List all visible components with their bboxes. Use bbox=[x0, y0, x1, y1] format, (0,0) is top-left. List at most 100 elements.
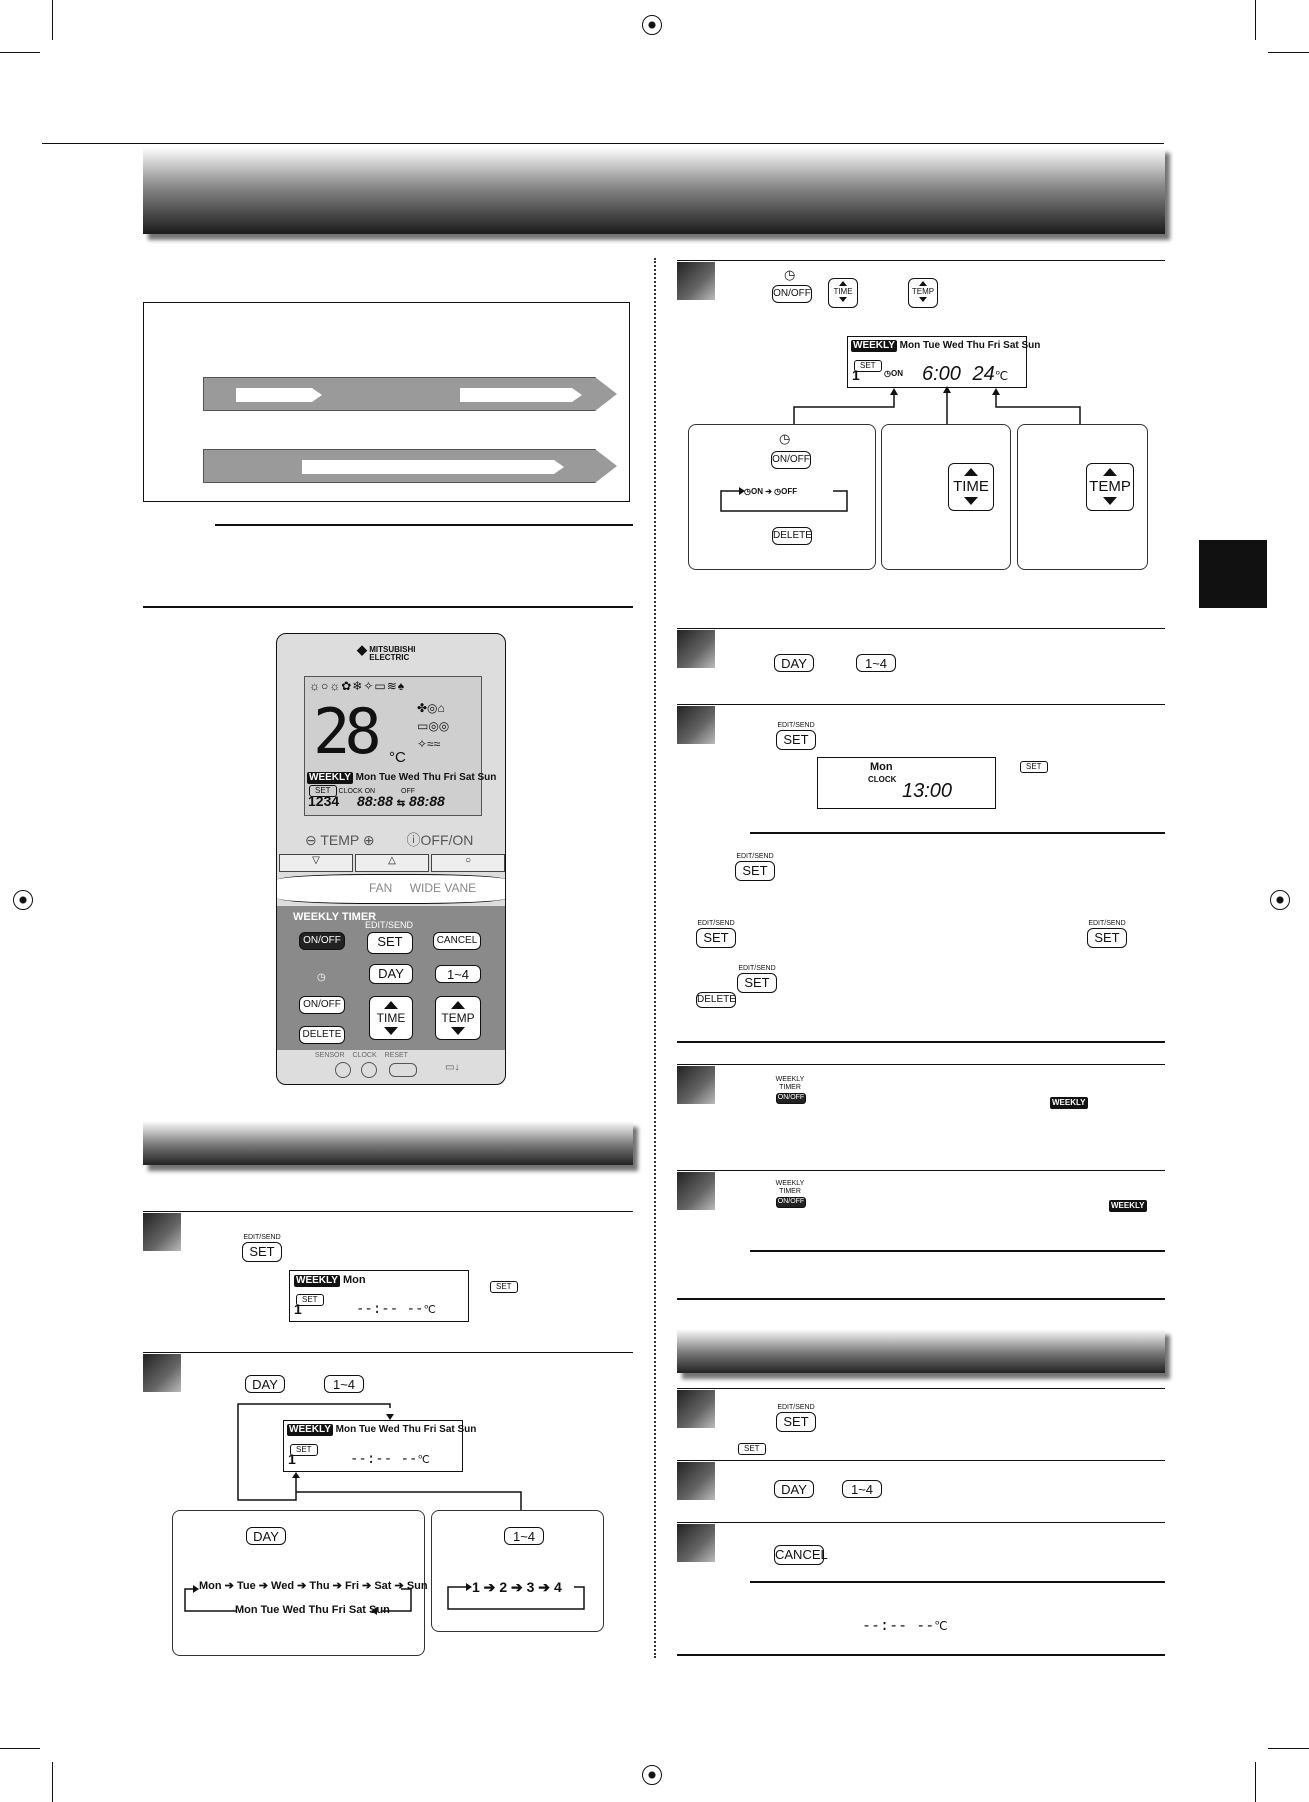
remote-fan-label: FAN bbox=[369, 881, 393, 895]
cancel-button[interactable]: CANCEL bbox=[774, 1545, 828, 1565]
time-button-small[interactable]: TIME bbox=[828, 278, 858, 308]
remote-controller: ◆ MITSUBISHI ELECTRIC ☼○☼✿❄✧▭≋♠ 28 °C ✤◎… bbox=[276, 633, 506, 1085]
remote-temp-down-button[interactable]: ▽ bbox=[279, 854, 353, 872]
step-number-tab bbox=[677, 1524, 715, 1562]
day-button[interactable]: DAY bbox=[774, 1480, 814, 1498]
lcd-on-time: 88:88 bbox=[357, 793, 393, 809]
delete-button[interactable]: DELETE bbox=[696, 992, 736, 1008]
lcd-program-number: 1 bbox=[288, 1451, 296, 1467]
edit-send-label: EDIT/SEND bbox=[697, 920, 735, 927]
timeline-arrow-1 bbox=[203, 377, 617, 411]
lcd-sample-time: 6:00 bbox=[922, 363, 961, 385]
lcd-display-on-time: WEEKLY Mon Tue Wed Thu Fri Sat Sun SET 1… bbox=[847, 336, 1040, 388]
range-button[interactable]: 1~4 bbox=[504, 1527, 544, 1545]
day-button[interactable]: DAY bbox=[774, 654, 814, 672]
lcd-clock-time: 13:00 bbox=[902, 780, 953, 802]
remote-delete-button[interactable]: DELETE bbox=[299, 1026, 345, 1044]
section-rule bbox=[143, 606, 633, 608]
remote-set-button[interactable]: SET bbox=[367, 932, 413, 954]
onoff-sequence: ◷ON ➔ ◷OFF bbox=[744, 487, 798, 496]
remote-weekly-on-off-button[interactable]: ON/OFF bbox=[299, 932, 345, 950]
lcd-day: Mon bbox=[870, 761, 893, 773]
section-header-left bbox=[143, 1121, 633, 1165]
remote-day-button[interactable]: DAY bbox=[369, 964, 413, 984]
remote-temp-up-button[interactable]: △ bbox=[355, 854, 429, 872]
timer-clock-icon: ◷ bbox=[779, 431, 791, 446]
step-rule bbox=[143, 1352, 633, 1353]
set-button[interactable]: SET bbox=[735, 861, 775, 881]
remote-temp-label: TEMP bbox=[320, 832, 360, 848]
registration-target-icon bbox=[1270, 890, 1290, 910]
timer-onoff-button[interactable]: ON/OFF bbox=[772, 285, 812, 303]
delete-button[interactable]: DELETE bbox=[772, 527, 812, 545]
lcd-weekly-badge: WEEKLY bbox=[294, 1275, 340, 1287]
set-button[interactable]: SET bbox=[696, 928, 736, 948]
lcd-weekly: WEEKLY bbox=[307, 772, 353, 784]
crop-mark bbox=[1255, 0, 1256, 40]
timer-label: TIMER bbox=[779, 1188, 801, 1195]
weekly-label: WEEKLY bbox=[775, 1180, 805, 1187]
note-rule bbox=[750, 832, 1165, 834]
lcd-days: Mon Tue Wed Thu Fri Sat Sun bbox=[335, 1424, 477, 1435]
weekly-onoff-button[interactable]: ON/OFF bbox=[776, 1197, 806, 1208]
lcd-display-mon: WEEKLY Mon SET 1 --:-- --℃ bbox=[289, 1270, 469, 1322]
lcd-on-label: ON bbox=[890, 369, 903, 378]
remote-lcd: ☼○☼✿❄✧▭≋♠ 28 °C ✤◎⌂▭◎◎✧≈≈ WEEKLY Mon Tue… bbox=[304, 676, 496, 816]
weekly-indicator-badge: WEEKLY bbox=[1109, 1200, 1147, 1212]
set-button[interactable]: SET bbox=[1087, 928, 1127, 948]
section-rule bbox=[677, 1654, 1165, 1656]
time-button-large[interactable]: TIME bbox=[948, 463, 994, 511]
lcd-time-blank: --:-- bbox=[862, 1616, 908, 1634]
note-rule bbox=[750, 1250, 1165, 1252]
weekly-onoff-button[interactable]: ON/OFF bbox=[776, 1093, 806, 1104]
lcd-program-number: 1 bbox=[294, 1301, 302, 1317]
remote-cancel-button[interactable]: CANCEL bbox=[433, 932, 481, 950]
time-option-box: TIME bbox=[881, 424, 1011, 570]
range-button[interactable]: 1~4 bbox=[324, 1375, 364, 1393]
range-button[interactable]: 1~4 bbox=[842, 1480, 882, 1498]
remote-range-button[interactable]: 1~4 bbox=[435, 965, 481, 983]
step-number-tab bbox=[143, 1213, 181, 1251]
note-rule bbox=[750, 1581, 1165, 1583]
temp-plus-icon: ⊕ bbox=[362, 832, 375, 848]
remote-reset-button[interactable] bbox=[389, 1063, 417, 1077]
remote-sensor-button[interactable] bbox=[335, 1062, 351, 1078]
temp-option-box: TEMP bbox=[1017, 424, 1148, 570]
column-divider bbox=[654, 258, 656, 1658]
temp-button-large[interactable]: TEMP bbox=[1086, 463, 1134, 511]
lcd-days: Mon Tue Wed Thu Fri Sat Sun bbox=[899, 340, 1041, 351]
set-button[interactable]: SET bbox=[242, 1242, 282, 1262]
remote-clock-button[interactable] bbox=[361, 1062, 377, 1078]
step-rule bbox=[677, 1522, 1165, 1523]
lcd-day: Mon bbox=[342, 1274, 366, 1286]
remote-offon-label: OFF/ON bbox=[420, 832, 474, 848]
set-button[interactable]: SET bbox=[737, 973, 777, 993]
remote-time-button[interactable]: TIME bbox=[369, 996, 413, 1040]
temp-button-small[interactable]: TEMP bbox=[908, 278, 938, 308]
range-button[interactable]: 1~4 bbox=[856, 654, 896, 672]
remote-edit-send-label: EDIT/SEND bbox=[365, 920, 414, 930]
set-button[interactable]: SET bbox=[776, 1412, 816, 1432]
remote-reset-label: RESET bbox=[384, 1052, 408, 1059]
crop-mark bbox=[1255, 1762, 1256, 1802]
mitsubishi-diamonds-icon: ◆ bbox=[357, 642, 367, 657]
lcd-set-badge: SET bbox=[290, 1444, 318, 1456]
timer-onoff-button[interactable]: ON/OFF bbox=[771, 451, 811, 469]
day-button[interactable]: DAY bbox=[245, 1375, 285, 1393]
remote-onoff-button[interactable]: ON/OFF bbox=[299, 996, 345, 1014]
step-number-tab bbox=[677, 262, 715, 300]
remote-temp-button[interactable]: TEMP bbox=[435, 996, 481, 1040]
set-button[interactable]: SET bbox=[776, 730, 816, 750]
step-number-tab bbox=[677, 1066, 715, 1104]
section-header-right bbox=[677, 1329, 1165, 1373]
lcd-clock: CLOCK bbox=[338, 788, 363, 795]
lcd-set-badge: SET bbox=[296, 1294, 324, 1306]
battery-icon: ▭↓ bbox=[445, 1062, 460, 1073]
step-rule bbox=[677, 1064, 1165, 1065]
day-button[interactable]: DAY bbox=[246, 1527, 286, 1545]
section-rule bbox=[677, 1298, 1165, 1300]
remote-offon-button[interactable]: ○ bbox=[431, 854, 505, 872]
timer-label: TIMER bbox=[779, 1084, 801, 1091]
step-number-tab bbox=[677, 630, 715, 668]
lcd-temp-blank: -- bbox=[400, 1451, 418, 1467]
